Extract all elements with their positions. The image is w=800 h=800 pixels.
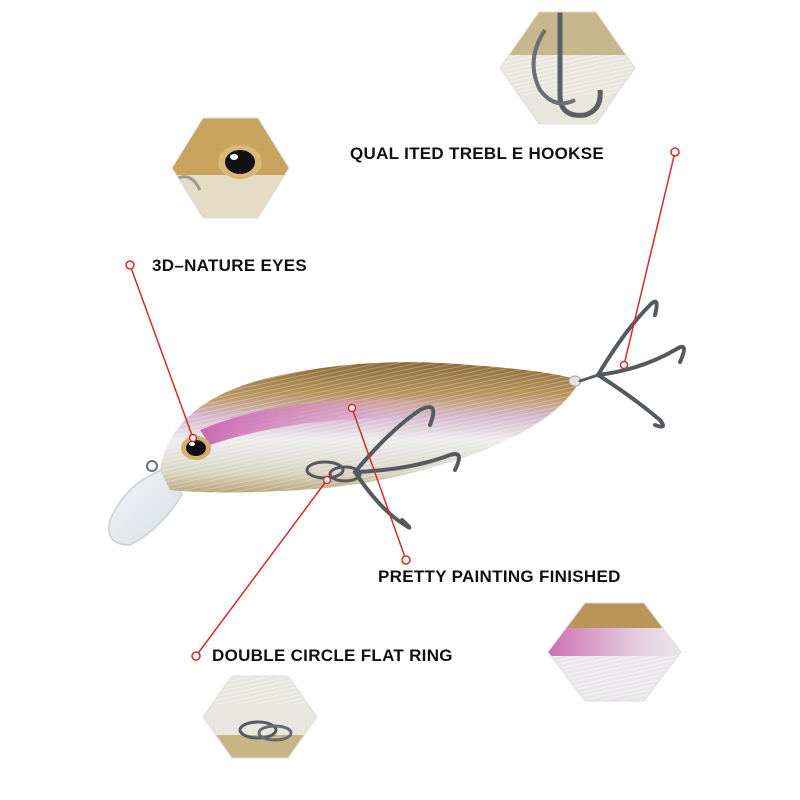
callout-lines	[125, 147, 680, 661]
diving-lip	[108, 467, 183, 546]
callout-dot-ring	[191, 651, 201, 661]
tail-treble-hook	[578, 299, 686, 429]
callout-dot-eyes	[125, 260, 135, 270]
treble-hooks-label: QUAL ITED TREBL E HOOKSE	[350, 144, 605, 163]
belly-treble-hook	[305, 405, 461, 530]
ring-detail-thumbnail	[202, 675, 318, 759]
fishing-lure	[108, 362, 582, 546]
painting-detail-thumbnail	[547, 602, 682, 702]
nature-eyes-label: 3D–NATURE EYES	[152, 256, 308, 275]
painting-finish-label: PRETTY PAINTING FINISHED	[378, 567, 621, 586]
callout-dot-painting	[401, 555, 411, 565]
callout-dot-hooks	[670, 147, 680, 157]
eye-detail-thumbnail	[171, 117, 290, 219]
hook-detail-thumbnail	[499, 11, 636, 125]
flat-ring-label: DOUBLE CIRCLE FLAT RING	[212, 646, 453, 665]
